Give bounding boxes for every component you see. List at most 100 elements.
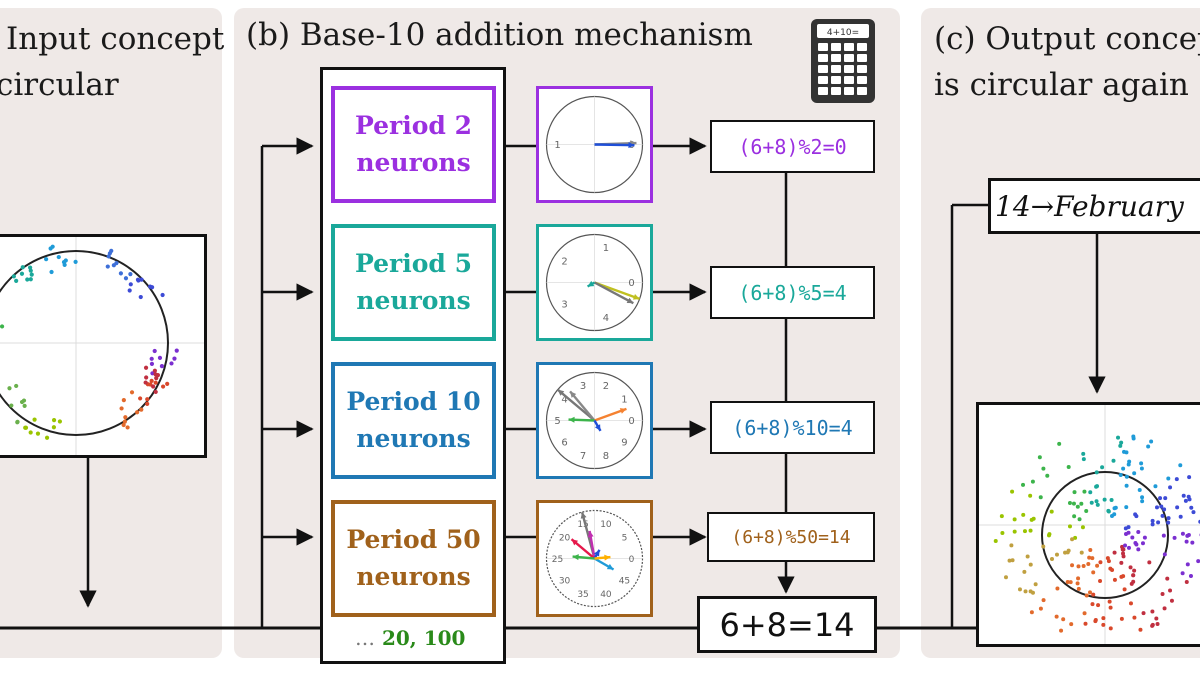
clock-tick-label: 1 xyxy=(621,394,627,405)
mod-10-result: (6+8)%10=4 xyxy=(710,401,875,454)
data-point xyxy=(1059,628,1064,633)
calculator-icon: 4+10= xyxy=(811,19,875,103)
data-point xyxy=(138,396,143,401)
data-point xyxy=(28,430,33,435)
data-point xyxy=(1190,540,1195,545)
data-point xyxy=(1028,528,1033,533)
data-point xyxy=(1038,606,1043,611)
data-point xyxy=(1121,551,1126,556)
data-point xyxy=(1118,472,1123,477)
data-point xyxy=(1187,475,1192,480)
data-point xyxy=(1175,505,1180,510)
clock-tick-label: 6 xyxy=(561,438,567,449)
data-point xyxy=(139,277,144,282)
data-point xyxy=(1160,592,1165,597)
data-point xyxy=(1123,543,1128,548)
data-point xyxy=(1112,506,1117,511)
period-5-sublabel: neurons xyxy=(356,285,471,315)
data-point xyxy=(1102,497,1107,502)
data-point xyxy=(1166,476,1171,481)
data-point xyxy=(1153,484,1158,489)
calculator-key xyxy=(831,65,841,73)
data-point xyxy=(1196,559,1200,564)
clock-hand xyxy=(594,143,635,147)
data-point xyxy=(1070,537,1075,542)
data-point xyxy=(153,389,158,395)
calculator-key xyxy=(857,76,867,84)
clock-tick-label: 35 xyxy=(577,590,588,600)
calculator-key xyxy=(831,87,841,95)
clock-tick-label: 0 xyxy=(628,278,634,289)
data-point xyxy=(1118,443,1123,448)
data-point xyxy=(1131,579,1136,584)
data-point xyxy=(123,415,128,420)
period-2-sublabel: neurons xyxy=(356,147,471,177)
data-point xyxy=(1021,512,1026,517)
data-point xyxy=(1139,466,1144,471)
data-point xyxy=(1081,564,1086,569)
data-point xyxy=(129,390,135,395)
clock-tick-label: 30 xyxy=(559,577,571,587)
data-point xyxy=(50,244,55,249)
data-point xyxy=(1096,603,1101,608)
data-point xyxy=(1162,606,1167,611)
calculator-key xyxy=(844,54,854,62)
data-point xyxy=(1041,544,1046,549)
data-point xyxy=(1140,541,1145,546)
data-point xyxy=(1072,490,1077,495)
clock-tick-label: 0 xyxy=(628,416,634,427)
data-point xyxy=(1070,563,1075,568)
data-point xyxy=(1158,496,1163,501)
data-point xyxy=(1106,509,1111,514)
data-point xyxy=(1124,505,1129,510)
data-point xyxy=(1121,547,1126,552)
clock-hand-tip xyxy=(571,539,579,546)
data-point xyxy=(1123,526,1128,531)
data-point xyxy=(1131,573,1136,578)
data-point xyxy=(1012,529,1017,534)
data-point xyxy=(1189,505,1194,510)
data-point xyxy=(128,282,133,287)
data-point xyxy=(1007,558,1012,563)
data-point xyxy=(152,348,157,354)
clock-hand-tip xyxy=(593,549,600,557)
data-point xyxy=(1184,579,1189,584)
period-50-neurons: Period 50 neurons xyxy=(331,500,496,617)
data-point xyxy=(1075,581,1080,586)
data-point xyxy=(1038,495,1043,500)
panel-a-title-line1: Input concept xyxy=(6,21,225,57)
data-point xyxy=(1022,569,1027,574)
clock-tick-label: 5 xyxy=(554,416,560,427)
clock-hand-tip xyxy=(619,408,627,414)
data-point xyxy=(1029,610,1034,615)
data-point xyxy=(1168,588,1173,593)
data-point xyxy=(1083,621,1088,626)
period-10-label: Period 10 xyxy=(346,387,481,417)
data-point xyxy=(1150,518,1155,523)
data-point xyxy=(1079,550,1084,555)
data-point xyxy=(19,271,25,276)
data-point xyxy=(1094,499,1099,504)
data-point xyxy=(1146,444,1151,449)
data-point xyxy=(51,425,57,430)
calculator-key xyxy=(857,87,867,95)
data-point xyxy=(1082,611,1087,616)
data-point xyxy=(1061,617,1066,622)
data-point xyxy=(993,539,998,544)
data-point xyxy=(1076,564,1081,569)
data-point xyxy=(1178,463,1183,468)
input-concept-plot xyxy=(0,234,207,458)
data-point xyxy=(19,399,25,405)
data-point xyxy=(1134,542,1139,547)
data-point xyxy=(109,248,114,253)
clock-tick-label: 40 xyxy=(600,590,612,600)
calculator-key xyxy=(818,76,828,84)
clock-tick-label: 4 xyxy=(561,394,567,405)
data-point xyxy=(1057,441,1062,446)
data-point xyxy=(160,292,165,298)
data-point xyxy=(1025,554,1030,559)
data-point xyxy=(44,257,49,262)
data-point xyxy=(143,380,148,385)
